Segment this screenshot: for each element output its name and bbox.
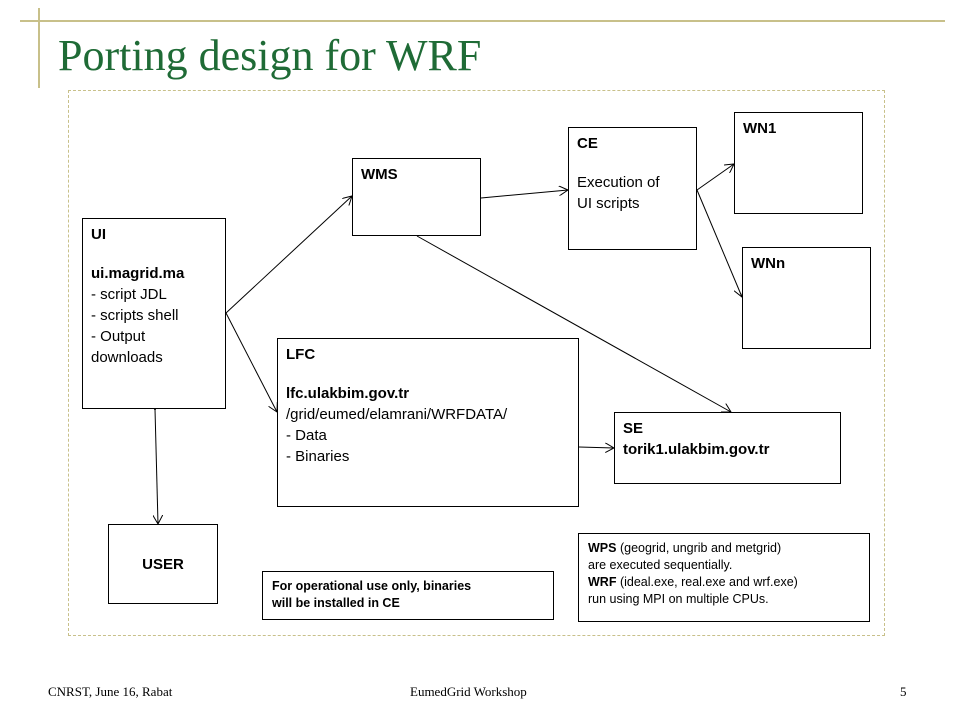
left-rule: [38, 8, 40, 88]
se-node-title: SE: [623, 420, 644, 437]
ui-node-title: UI: [91, 226, 106, 243]
footer-left: CNRST, June 16, Rabat: [48, 684, 173, 699]
user-node: USER: [108, 524, 218, 604]
slide-title: Porting design for WRF: [58, 31, 482, 80]
operational-note: For operational use only, binaries will …: [262, 571, 554, 620]
arrow-ui-to-wms: [225, 196, 352, 314]
lfc-node-line: /grid/eumed/elamrani/WRFDATA/: [286, 406, 508, 423]
wms-node: WMS: [352, 158, 481, 236]
ui-node-host: ui.magrid.ma: [91, 265, 185, 282]
wrf-note-line: WRF (ideal.exe, real.exe and wrf.exe): [588, 574, 860, 591]
top-rule: [20, 20, 945, 22]
wms-node-title: WMS: [361, 166, 398, 183]
lfc-node-line: - Data: [286, 427, 327, 444]
se-node-host: torik1.ulakbim.gov.tr: [623, 441, 770, 458]
operational-note-line: For operational use only, binaries: [272, 579, 472, 593]
user-node-title: USER: [142, 555, 184, 573]
ce-node: CE Execution of UI scripts: [568, 127, 697, 250]
diagram-frame: [68, 90, 885, 636]
arrow-user-ui: [155, 409, 158, 524]
lfc-node: LFC lfc.ulakbim.gov.tr /grid/eumed/elamr…: [277, 338, 579, 507]
lfc-node-line: - Binaries: [286, 448, 350, 465]
ce-node-line: UI scripts: [577, 195, 640, 212]
arrow-wms-to-se: [416, 235, 731, 412]
wps-wrf-note: WPS (geogrid, ungrib and metgrid) are ex…: [578, 533, 870, 622]
ui-node-line: - Output: [91, 328, 146, 345]
operational-note-line: will be installed in CE: [272, 595, 400, 610]
ui-node-line: - scripts shell: [91, 307, 179, 324]
lfc-node-title: LFC: [286, 346, 316, 363]
ce-node-line: Execution of: [577, 174, 660, 191]
wps-label: WPS: [588, 541, 617, 555]
footer-center: EumedGrid Workshop: [410, 684, 527, 699]
lfc-node-host: lfc.ulakbim.gov.tr: [286, 385, 410, 402]
wn1-node: WN1: [734, 112, 863, 214]
wps-note-line: are executed sequentially.: [588, 557, 733, 572]
wrf-label: WRF: [588, 574, 617, 589]
arrow-wms-to-ce: [480, 190, 568, 199]
arrow-ce-to-wnn: [696, 189, 742, 297]
ui-node-line: - script JDL: [91, 286, 167, 303]
wrf-note-line: run using MPI on multiple CPUs.: [588, 591, 769, 606]
ui-node-line: downloads: [91, 349, 163, 366]
wnn-node: WNn: [742, 247, 871, 349]
arrow-ce-to-wn1: [696, 164, 734, 191]
arrow-lfc-to-se: [578, 447, 614, 448]
ui-node: UI ui.magrid.ma - script JDL - scripts s…: [82, 218, 226, 409]
page-number: 5: [900, 684, 907, 699]
wnn-node-title: WNn: [751, 255, 786, 272]
wn1-node-title: WN1: [743, 120, 777, 137]
wps-detail: (geogrid, ungrib and metgrid): [616, 541, 782, 555]
se-node: SE torik1.ulakbim.gov.tr: [614, 412, 841, 484]
ce-node-title: CE: [577, 135, 598, 152]
wps-note-line: WPS (geogrid, ungrib and metgrid): [588, 540, 860, 557]
arrow-ui-to-lfc: [225, 312, 277, 412]
wrf-detail: (ideal.exe, real.exe and wrf.exe): [616, 574, 798, 589]
